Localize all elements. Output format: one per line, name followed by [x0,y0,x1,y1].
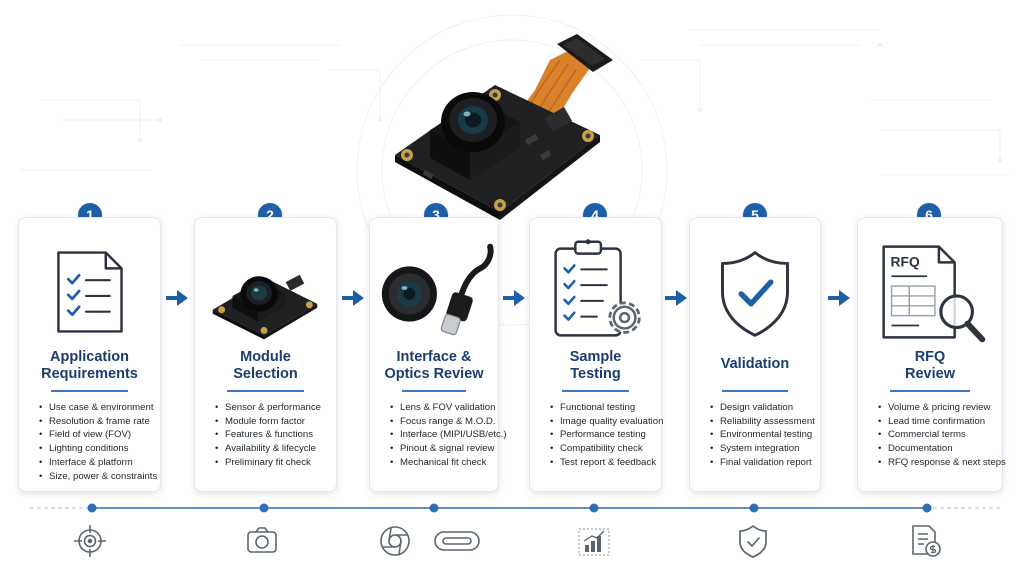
shield-check-small-icon [739,525,767,558]
usb-c-port-icon [434,531,480,551]
step-checklist: Volume & pricing review Lead time confir… [878,401,1006,470]
list-item: Test report & feedback [550,456,656,470]
list-item: System integration [710,442,814,456]
title-divider [562,390,629,392]
step-checklist: Sensor & performance Module form factor … [215,401,330,470]
list-item: Mechanical fit check [390,456,492,470]
timeline-node [922,503,932,513]
step-title: Interface &Optics Review [384,349,484,382]
lens-and-usb-cable-icon [381,243,494,336]
list-item: Volume & pricing review [878,401,996,415]
step-checklist: Use case & environment Resolution & fram… [39,401,157,484]
list-item: Field of view (FOV) [39,428,154,442]
process-timeline [30,503,1000,558]
arrow-right-icon [503,290,525,306]
step-card-interface-optics-review: Interface &Optics Review Lens & FOV vali… [369,217,507,492]
list-item: Resolution & frame rate [39,415,154,429]
camera-module-with-flex-cable-icon [395,34,613,220]
timeline-node [87,503,97,513]
list-item: Functional testing [550,401,655,415]
arrow-right-icon [665,290,687,306]
document-checklist-icon [57,251,123,333]
target-icon [74,525,106,557]
list-item: Interface (MIPI/USB/etc.) [390,428,507,442]
list-item: Lens & FOV validation [390,401,495,415]
shield-check-icon [721,251,789,337]
list-item: Interface & platform [39,456,154,470]
title-divider [402,390,466,392]
step-checklist: Functional testing Image quality evaluat… [550,401,663,470]
list-item: Documentation [878,442,996,456]
bar-chart-icon [578,528,610,556]
list-item: Lead time confirmation [878,415,996,429]
step-card-validation: Validation Design validation Reliability… [689,217,821,492]
step-checklist: Lens & FOV validation Focus range & M.O.… [390,401,507,470]
list-item: Final validation report [710,456,814,470]
step-title: Validation [720,356,790,372]
camera-module-icon [212,274,318,340]
list-item: Compatibility check [550,442,655,456]
rfq-label: RFQ [891,254,920,269]
title-divider [890,390,970,392]
arrow-right-icon [828,290,850,306]
arrow-right-icon [166,290,188,306]
list-item: Module form factor [215,415,330,429]
title-divider [51,390,128,392]
step-checklist: Design validation Reliability assessment… [710,401,815,470]
timeline-node [259,503,269,513]
list-item: Environmental testing [710,428,814,442]
title-divider [227,390,304,392]
timeline-node [749,503,759,513]
document-dollar-icon [912,525,941,557]
aperture-icon [380,526,410,556]
list-item: Lighting conditions [39,442,154,456]
list-item: Reliability assessment [710,415,815,429]
timeline-node [589,503,599,513]
list-item: Availability & lifecycle [215,442,330,456]
arrow-right-icon [342,290,364,306]
list-item: RFQ response & next steps [878,456,1006,470]
list-item: Sensor & performance [215,401,330,415]
camera-icon [247,527,277,553]
list-item: Size, power & constraints [39,470,157,484]
rfq-document-magnifier-icon: RFQ [882,245,986,343]
list-item: Commercial terms [878,428,996,442]
clipboard-gear-icon [554,239,641,337]
list-item: Preliminary fit check [215,456,330,470]
title-divider [722,390,788,392]
list-item: Focus range & M.O.D. [390,415,495,429]
list-item: Pinout & signal review [390,442,494,456]
timeline-node [429,503,439,513]
list-item: Image quality evaluation [550,415,663,429]
list-item: Features & functions [215,428,330,442]
list-item: Performance testing [550,428,655,442]
list-item: Use case & environment [39,401,154,415]
list-item: Design validation [710,401,814,415]
